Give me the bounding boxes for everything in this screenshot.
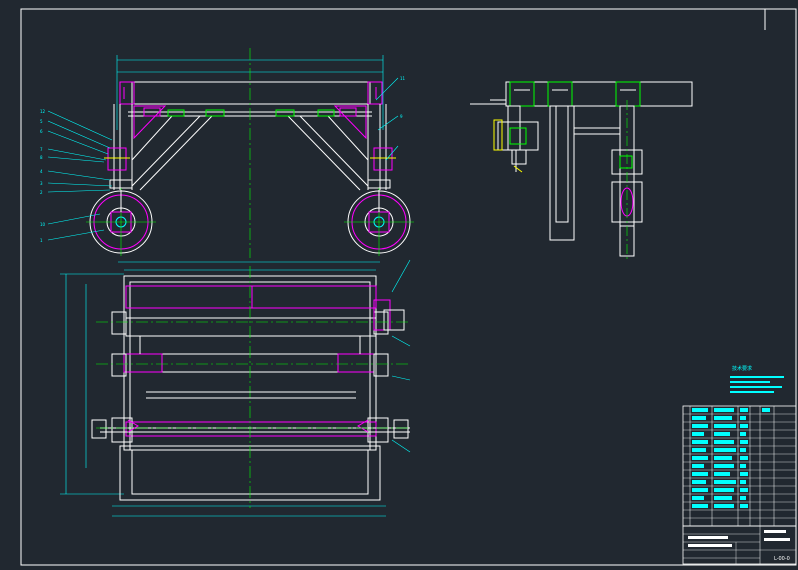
drawing-code: L-00-0 xyxy=(774,556,790,562)
balloon-label: 4 xyxy=(40,169,43,174)
balloon-label: 7 xyxy=(40,147,43,152)
plan-view xyxy=(60,259,411,517)
balloon-label: 11 xyxy=(400,76,406,81)
balloon-label: 10 xyxy=(40,222,46,227)
right-wheel xyxy=(344,188,414,256)
balloon-label: 3 xyxy=(40,181,43,186)
front-view-balloons: 12 5 6 7 8 4 3 2 10 1 11 9 xyxy=(40,76,406,243)
balloon-label: 8 xyxy=(40,155,43,160)
balloon-label: 6 xyxy=(40,129,43,134)
balloon-label: 5 xyxy=(40,119,43,124)
side-view xyxy=(470,81,693,260)
balloon-label: 1 xyxy=(40,238,43,243)
title-block: L-00-0 xyxy=(682,525,797,565)
drawing-border xyxy=(20,8,797,566)
technical-requirements: 技术要求 xyxy=(730,365,784,393)
left-wheel xyxy=(86,188,156,256)
balloon-label: 9 xyxy=(400,114,403,119)
notes-heading: 技术要求 xyxy=(732,365,752,372)
bill-of-materials xyxy=(682,405,797,527)
balloon-label: 2 xyxy=(40,190,43,195)
front-view: 12 5 6 7 8 4 3 2 10 1 11 9 xyxy=(40,48,414,258)
balloon-label: 12 xyxy=(40,109,46,114)
